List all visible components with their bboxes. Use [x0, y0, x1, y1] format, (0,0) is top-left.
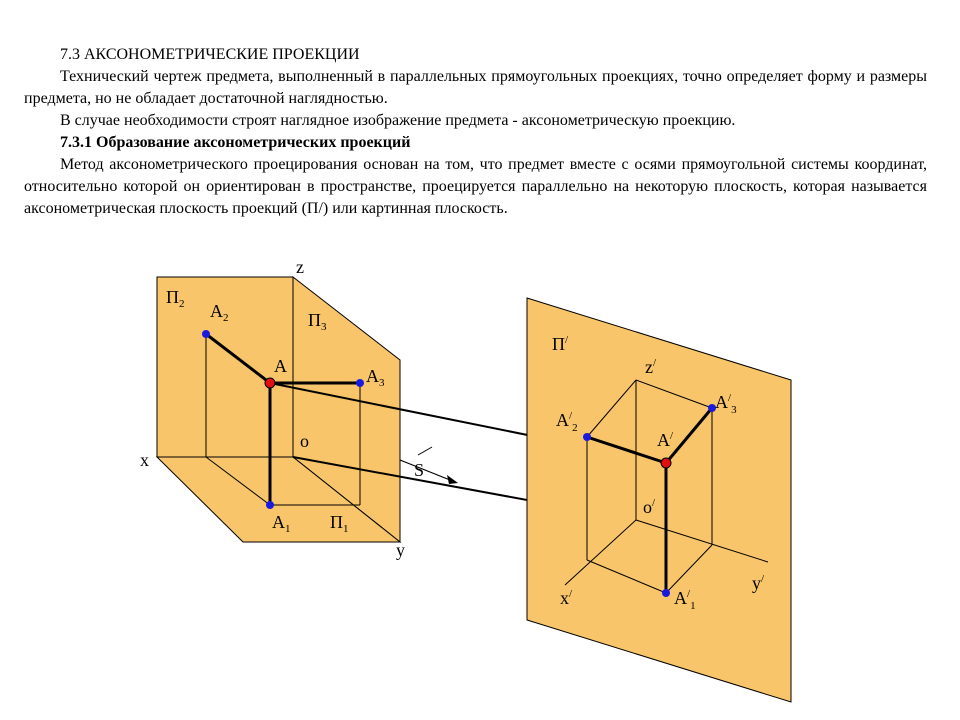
- point-a3-prime: [708, 404, 716, 412]
- label-a: A: [274, 356, 287, 376]
- label-z: z: [296, 257, 304, 277]
- right-construction-lines: [564, 379, 769, 594]
- section-heading: 7.3 АКСОНОМЕТРИЧЕСКИЕ ПРОЕКЦИИ: [60, 46, 360, 63]
- label-a2: A2: [210, 301, 229, 324]
- point-a2-prime: [583, 433, 591, 441]
- point-a1-prime: [662, 589, 670, 597]
- label-a1-prime: A/1: [674, 588, 696, 612]
- paragraph-2: В случае необходимости строят наглядное …: [60, 112, 736, 129]
- paragraph-1: Технический чертеж предмета, выполненный…: [24, 68, 927, 107]
- label-a3: A3: [366, 366, 385, 389]
- label-a-prime: A/: [657, 430, 674, 450]
- left-construction-lines: [205, 334, 361, 506]
- label-pi2: П2: [166, 287, 185, 310]
- point-a-prime: [660, 457, 672, 469]
- right-projection-lines: [586, 407, 714, 593]
- label-x: x: [140, 450, 149, 470]
- label-a1: A1: [272, 512, 291, 535]
- label-pi3: П3: [308, 310, 327, 333]
- label-x-prime: x/: [560, 588, 573, 608]
- label-a2-prime: A/2: [556, 410, 578, 434]
- left-projection-lines: [205, 332, 360, 505]
- label-a3-prime: A/3: [715, 392, 737, 416]
- text-block: 7.3 АКСОНОМЕТРИЧЕСКИЕ ПРОЕКЦИИ Техническ…: [24, 44, 927, 220]
- point-a3: [356, 379, 364, 387]
- point-a2: [202, 330, 210, 338]
- point-a: [264, 377, 276, 389]
- plane-p1-bottom: [155, 456, 402, 543]
- label-pi-prime: П/: [552, 334, 569, 354]
- label-o-prime: o/: [643, 497, 656, 517]
- subsection-heading: 7.3.1 Образование аксонометрических прое…: [60, 134, 411, 151]
- label-y-prime: y/: [752, 573, 765, 593]
- label-s: S: [414, 460, 424, 480]
- paragraph-3: Метод аксонометрического проецирования о…: [24, 156, 927, 217]
- point-a1: [266, 501, 274, 509]
- label-pi1: П1: [330, 512, 349, 535]
- s-bar: [417, 446, 433, 456]
- label-o: o: [300, 431, 309, 451]
- label-z-prime: z/: [645, 357, 657, 377]
- direction-s-arrow: [399, 459, 458, 484]
- label-y: y: [396, 540, 405, 560]
- picture-plane: [526, 297, 792, 703]
